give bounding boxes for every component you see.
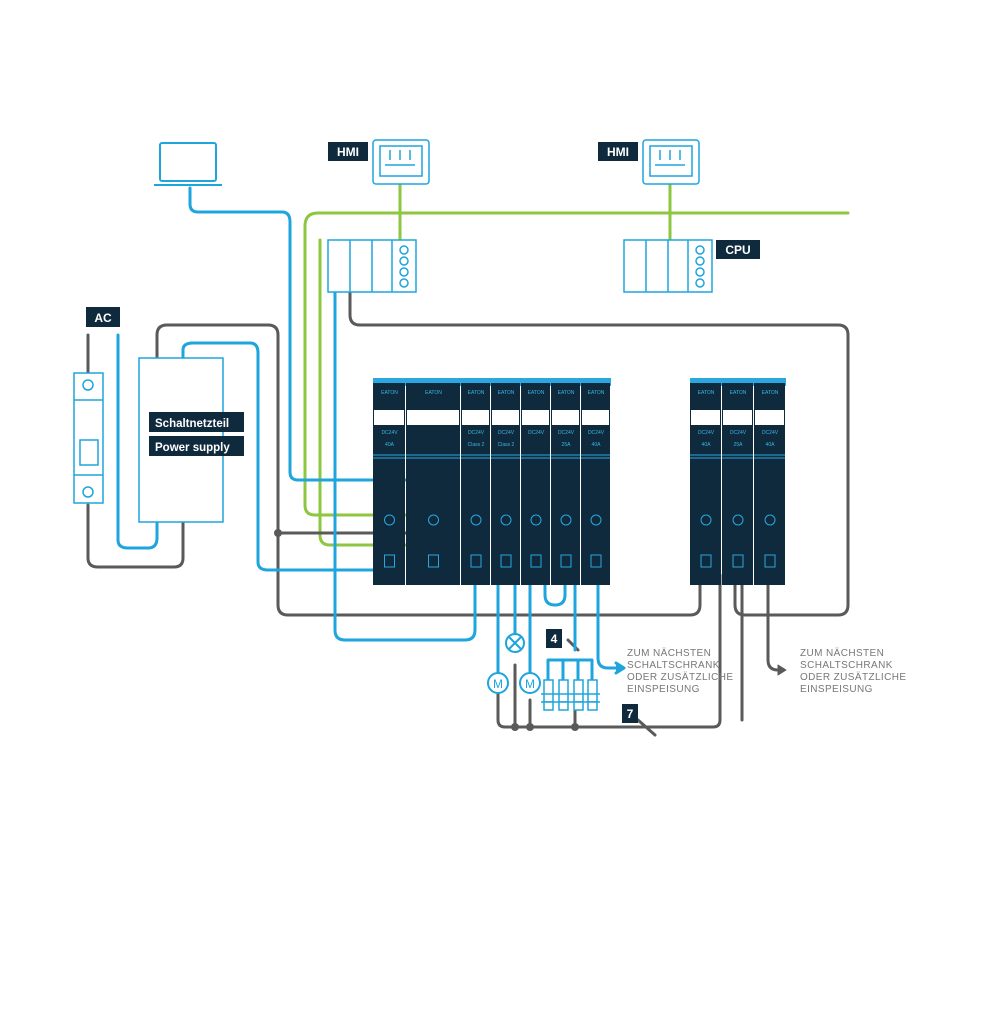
cpu-label-text: CPU bbox=[725, 243, 750, 257]
module-voltage: DC24V bbox=[381, 430, 398, 436]
power-supply-en-text: Power supply bbox=[155, 442, 230, 454]
module-voltage: DC24V bbox=[528, 430, 545, 436]
module: EATON DC24V 25A bbox=[722, 378, 754, 585]
module-brand: EATON bbox=[762, 390, 779, 396]
module: EATON DC24V Class 2 bbox=[461, 378, 491, 585]
module: EATON DC24V 25A bbox=[551, 378, 581, 585]
ac-label: AC bbox=[86, 307, 120, 327]
module-brand: EATON bbox=[425, 390, 442, 396]
circuit-breaker bbox=[73, 372, 104, 504]
module-rating: 40A bbox=[702, 442, 712, 448]
laptop-icon bbox=[154, 142, 222, 186]
module-brand: EATON bbox=[468, 390, 485, 396]
hmi-panel-icon bbox=[372, 139, 430, 185]
svg-text:M: M bbox=[525, 677, 535, 691]
module-brand: EATON bbox=[381, 390, 398, 396]
module-brand: EATON bbox=[588, 390, 605, 396]
hmi-label-text: HMI bbox=[337, 145, 359, 159]
plc-unit bbox=[327, 239, 417, 293]
hmi-label-text: HMI bbox=[607, 145, 629, 159]
note-line: ODER ZUSÄTZLICHE bbox=[800, 671, 906, 683]
module-rating: 25A bbox=[734, 442, 744, 448]
motor-icon: M bbox=[519, 672, 541, 694]
module-brand: EATON bbox=[498, 390, 515, 396]
module-voltage: DC24V bbox=[730, 430, 747, 436]
module-brand: EATON bbox=[528, 390, 545, 396]
power-supply-label: Schaltnetzteil Power supply bbox=[149, 412, 244, 456]
motor-icon: M bbox=[487, 672, 509, 694]
module-brand: EATON bbox=[558, 390, 575, 396]
module-voltage: DC24V bbox=[468, 430, 485, 436]
cpu-label: CPU bbox=[716, 240, 760, 259]
module: EATON DC24V bbox=[521, 378, 551, 585]
ethernet-lines bbox=[303, 181, 850, 547]
module: EATON DC24V 40A bbox=[754, 378, 786, 585]
next-cabinet-note-2: ZUM NÄCHSTEN SCHALTSCHRANK ODER ZUSÄTZLI… bbox=[800, 647, 906, 695]
note-line: ODER ZUSÄTZLICHE bbox=[627, 671, 733, 683]
callout-7: 7 bbox=[622, 704, 638, 723]
hmi-label: HMI bbox=[328, 142, 368, 161]
module-voltage: DC24V bbox=[498, 430, 515, 436]
note-line: ZUM NÄCHSTEN bbox=[627, 647, 711, 659]
module-voltage: DC24V bbox=[698, 430, 715, 436]
cpu-unit bbox=[623, 239, 713, 293]
power-distribution-modules-extension: EATON DC24V 40A EATON DC24V 25A EATON DC24V 40A bbox=[690, 378, 786, 585]
lamp-icon bbox=[505, 633, 525, 653]
ground-lines bbox=[86, 290, 850, 737]
module-rating: Class 2 bbox=[468, 442, 485, 448]
module-voltage: DC24V bbox=[558, 430, 575, 436]
dc-lines bbox=[116, 186, 620, 682]
module: EATON DC24V 40A bbox=[581, 378, 611, 585]
hmi-label: HMI bbox=[598, 142, 638, 161]
note-line: EINSPEISUNG bbox=[800, 684, 873, 695]
module-rating: 40A bbox=[766, 442, 776, 448]
ac-label-text: AC bbox=[94, 311, 112, 325]
callout-4: 4 bbox=[546, 629, 562, 648]
power-supply-de-text: Schaltnetzteil bbox=[155, 418, 229, 430]
next-cabinet-note-1: ZUM NÄCHSTEN SCHALTSCHRANK ODER ZUSÄTZLI… bbox=[627, 647, 733, 695]
module: EATON bbox=[406, 378, 461, 585]
module: EATON DC24V 40A bbox=[690, 378, 722, 585]
svg-text:M: M bbox=[493, 677, 503, 691]
valve-terminals-icon bbox=[541, 679, 600, 711]
module-brand: EATON bbox=[698, 390, 715, 396]
note-line: EINSPEISUNG bbox=[627, 684, 700, 695]
module-voltage: DC24V bbox=[588, 430, 605, 436]
module-rating: 40A bbox=[385, 442, 395, 448]
module-brand: EATON bbox=[730, 390, 747, 396]
module-rating: 40A bbox=[592, 442, 602, 448]
module: EATON DC24V Class 2 bbox=[491, 378, 521, 585]
note-line: SCHALTSCHRANK bbox=[800, 660, 893, 671]
callout-7-text: 7 bbox=[627, 707, 634, 721]
callout-4-text: 4 bbox=[551, 632, 558, 646]
hmi-panel-icon bbox=[642, 139, 700, 185]
module-rating: 25A bbox=[562, 442, 572, 448]
module-rating: Class 2 bbox=[498, 442, 515, 448]
module: EATON DC24V 40A bbox=[373, 378, 406, 585]
note-line: ZUM NÄCHSTEN bbox=[800, 647, 884, 659]
module-voltage: DC24V bbox=[762, 430, 779, 436]
note-line: SCHALTSCHRANK bbox=[627, 660, 720, 671]
